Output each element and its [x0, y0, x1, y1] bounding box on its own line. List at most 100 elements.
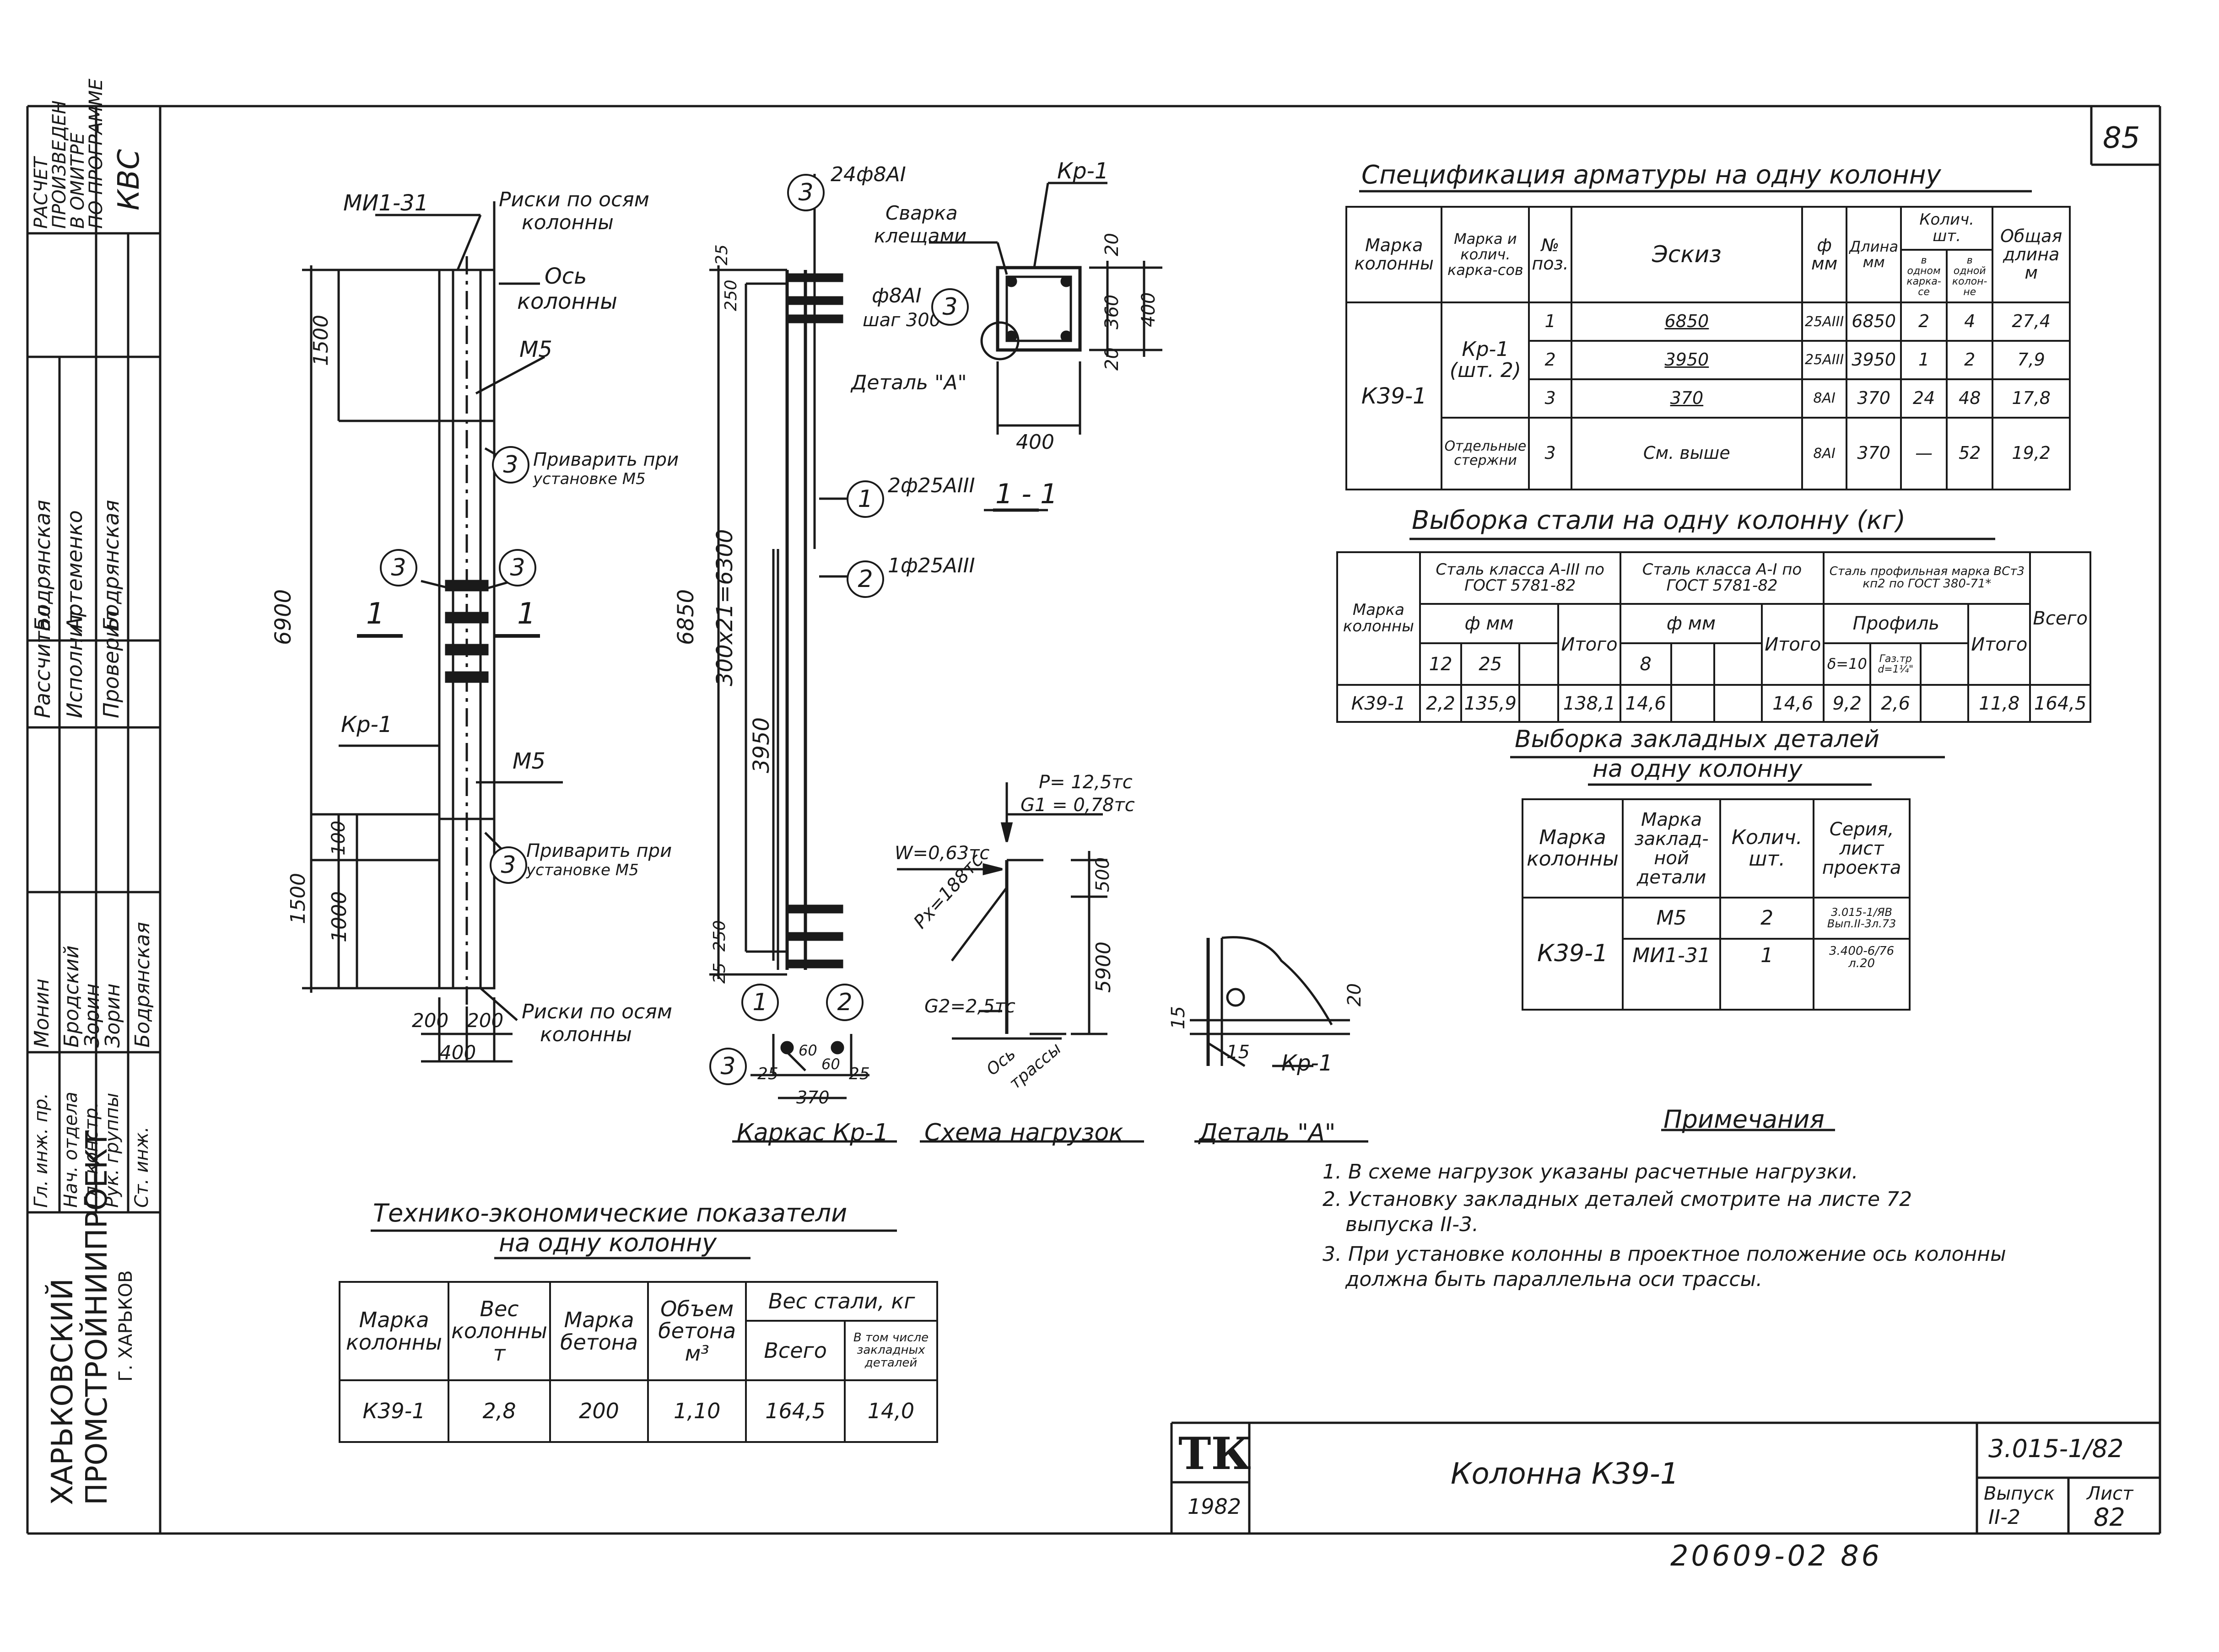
spec-row2-total: 7,9	[1992, 340, 2071, 381]
label-mi1-31: МИ1-31	[343, 190, 429, 216]
title-block-code: 3.015-1/82	[1988, 1434, 2124, 1463]
dim-load-5900: 5900	[1092, 942, 1115, 993]
stamp-role-name-1: Монин	[30, 978, 54, 1048]
label-kr1-column: Кр-1	[341, 712, 393, 737]
callout-3-section: 3	[931, 288, 969, 326]
label-load-g2: G2=2,5тс	[924, 996, 1015, 1017]
tech-head-volume: Объем бетона м³	[647, 1281, 747, 1381]
stamp-role2-name-1: Бодрянская	[30, 500, 55, 631]
steel-row-empty3	[1713, 684, 1763, 723]
spec-row2-len: 3950	[1846, 340, 1902, 381]
spec-row1-total: 27,4	[1992, 301, 2071, 342]
note-1: 1. В схеме нагрузок указаны расчетные на…	[1323, 1160, 1858, 1184]
spec-row4-n2: 52	[1946, 416, 1994, 491]
embedded-table: Марка колонны Марка заклад-ной детали Ко…	[1522, 798, 1911, 1011]
steel-row-empty2	[1670, 684, 1716, 723]
stamp-calc-note-1: РАСЧЕТ	[31, 157, 52, 229]
steel-head-empty1	[1518, 642, 1560, 686]
spec-head-pos: № поз.	[1528, 205, 1572, 304]
label-stirrup-2: шаг 300	[863, 310, 941, 331]
dim-60-left: 60	[799, 1042, 817, 1059]
footer-code: 20609-02 86	[1670, 1539, 1883, 1572]
title-block-name: Колонна К39-1	[1451, 1457, 1679, 1491]
sheet-number-top: 85	[2103, 121, 2140, 155]
dim-sec-360: 360	[1101, 294, 1123, 329]
dim-det-20: 20	[1344, 983, 1365, 1006]
spec-row1-pos: 1	[1528, 301, 1572, 342]
caption-section: 1 - 1	[995, 478, 1058, 510]
label-m5-top: М5	[519, 337, 552, 362]
emb-head-qty: Колич. шт.	[1719, 798, 1815, 899]
steel-row-25: 135,9	[1460, 684, 1520, 723]
stamp-role2-name-2: Артеменко	[62, 510, 87, 631]
stamp-org-2: ПРОМСТРОЙНИИПРОЕКТ	[80, 1130, 114, 1505]
dim-1500-top: 1500	[309, 315, 333, 366]
steel-head-empty4	[1920, 642, 1970, 686]
steel-head-itogo1: Итого	[1557, 603, 1621, 686]
dim-6850: 6850	[673, 589, 699, 645]
caption-detail-a: Деталь "А"	[1199, 1119, 1336, 1146]
spec-row3-n2: 48	[1946, 378, 1994, 419]
spec-row3-total: 17,8	[1992, 378, 2071, 419]
spec-kr: Кр-1(шт. 2)	[1441, 301, 1530, 419]
notes-title: Примечания	[1663, 1105, 1825, 1134]
embedded-title-2: на одну колонну	[1593, 755, 1803, 783]
label-risk-bottom-2: колонны	[540, 1023, 632, 1046]
tech-head-steel: Вес стали, кг	[745, 1281, 938, 1322]
label-bar2: 1ф25АIII	[888, 554, 975, 577]
steel-row-12: 2,2	[1419, 684, 1463, 723]
steel-head-25: 25	[1460, 642, 1520, 686]
spec-head-per-cage: в одном карка-се	[1900, 249, 1948, 304]
section-mark-left: 1	[366, 597, 385, 631]
note-2b: выпуска II-3.	[1345, 1213, 1479, 1236]
label-cage-top: 24ф8АI	[831, 163, 906, 186]
stamp-role2-name-3: Бодрянская	[99, 500, 124, 631]
emb-row1-s: 3.015-1/ЯВ Вып.II-3л.73	[1813, 897, 1911, 940]
spec-row4-n1: —	[1900, 416, 1948, 491]
tech-row-concrete: 200	[549, 1379, 649, 1443]
stamp-role-name-3: Зорин	[81, 983, 104, 1048]
title-block-issue-label: Выпуск	[1984, 1483, 2055, 1504]
spec-row1-n2: 4	[1946, 301, 1994, 342]
caption-cage: Каркас Кр-1	[737, 1119, 889, 1146]
spec-head-per-col: в одной колон-не	[1946, 249, 1994, 304]
tech-row-embedded: 14,0	[844, 1379, 938, 1443]
dim-250-bottom: 250	[710, 920, 729, 952]
spec-head-d: ф мм	[1801, 205, 1848, 304]
spec-row1-sketch: 6850	[1570, 301, 1803, 342]
spec-row4-sketch: См. выше	[1570, 416, 1803, 491]
steel-row-total: 164,5	[2029, 684, 2091, 723]
stamp-role-5: Ст. инж.	[131, 1126, 152, 1208]
steel-row-mark: К39-1	[1336, 684, 1421, 723]
emb-row2-n: 1	[1719, 938, 1815, 1011]
dim-1500-bottom: 1500	[286, 873, 310, 924]
dim-25-left: 25	[757, 1065, 778, 1083]
dim-200-right: 200	[467, 1009, 504, 1032]
label-risk-bottom-1: Риски по осям	[522, 1000, 672, 1023]
steel-row-pipe: 2,6	[1869, 684, 1922, 723]
callout-3-right: 3	[499, 549, 536, 587]
tech-row-total: 164,5	[745, 1379, 846, 1443]
label-load-w: W=0,63тс	[895, 843, 990, 864]
spec-head-sketch: Эскиз	[1570, 205, 1803, 304]
spec-row1-len: 6850	[1846, 301, 1902, 342]
embedded-title-1: Выборка закладных деталей	[1515, 726, 1879, 753]
spec-row2-pos: 2	[1528, 340, 1572, 381]
spec-head-total: Общая длина м	[1992, 205, 2071, 304]
callout-2-cage-sec: 2	[826, 984, 864, 1021]
spec-row3-len: 370	[1846, 378, 1902, 419]
steel-head-total: Всего	[2029, 551, 2091, 686]
emb-mark: К39-1	[1522, 897, 1624, 1011]
steel-head-d1: ф мм	[1419, 603, 1560, 644]
steel-row-itogo1: 138,1	[1557, 684, 1621, 723]
dim-370: 370	[796, 1087, 830, 1108]
label-weld-top-1: Приварить при	[533, 449, 679, 470]
callout-3-bottom: 3	[490, 846, 527, 884]
spec-row2-d: 25АIII	[1801, 340, 1848, 381]
label-weld-bottom-1: Приварить при	[526, 840, 672, 861]
stamp-role-2: Нач. отдела	[60, 1092, 81, 1208]
note-3: 3. При установке колонны в проектное пол…	[1323, 1243, 2006, 1266]
tech-head-embedded: В том числе закладных деталей	[844, 1320, 938, 1381]
